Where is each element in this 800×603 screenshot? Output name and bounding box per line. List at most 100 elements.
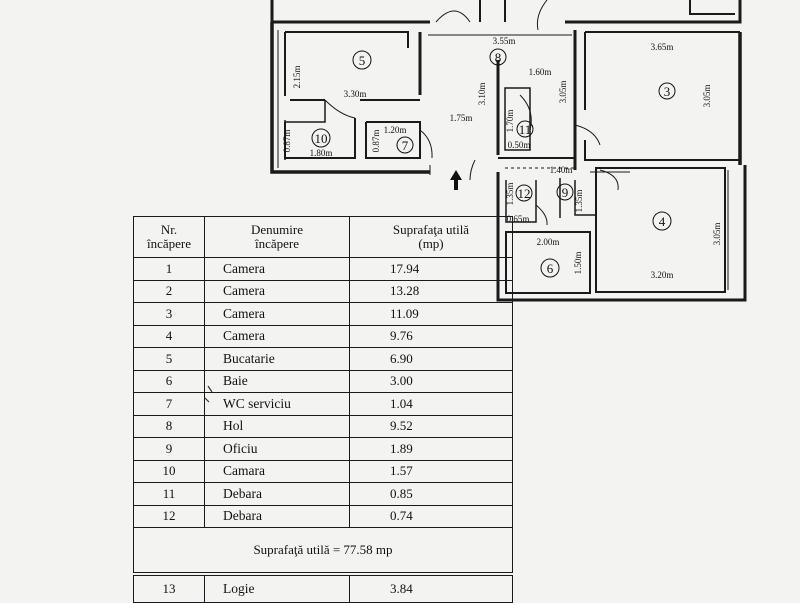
room-name-cell: Debara (204, 482, 350, 506)
room-area-cell: 3.84 (349, 575, 513, 603)
room-number: 3 (664, 84, 671, 99)
room-marker-12: 12 (515, 184, 533, 202)
room-name-cell: Camara (204, 459, 350, 483)
table-header-row: Nr. încăpere Denumire încăpere Suprafaţa… (133, 216, 513, 258)
dimension-label: 1.60m (529, 67, 552, 77)
dimension-label: 3.05m (558, 81, 568, 104)
room-name-cell: Camera (204, 279, 350, 303)
room-name-cell: Hol (204, 414, 350, 438)
room-area-cell: 3.00 (349, 369, 513, 393)
room-area-cell: 0.74 (349, 504, 513, 528)
room-name-cell: Oficiu (204, 437, 350, 461)
room-number: 11 (519, 122, 532, 137)
dimension-label: 1.75m (450, 113, 473, 123)
room-nr-cell: 3 (133, 302, 205, 326)
room-number: 9 (562, 185, 569, 200)
room-number: 6 (547, 261, 554, 276)
dimension-label: 0.87m (371, 130, 381, 153)
dimension-label: 1.70m (505, 110, 515, 133)
dimension-label: 3.05m (712, 223, 722, 246)
room-number: 8 (495, 50, 502, 65)
room-number: 7 (402, 138, 409, 153)
room-nr-cell: 6 (133, 369, 205, 393)
room-number: 5 (359, 53, 366, 68)
room-area-cell: 1.89 (349, 437, 513, 461)
room-nr-cell: 1 (133, 257, 205, 281)
room-nr-cell: 9 (133, 437, 205, 461)
room-marker-8: 8 (489, 48, 507, 66)
room-nr-cell: 10 (133, 459, 205, 483)
entrance-arrow-icon (450, 170, 462, 190)
dimension-label: 1.20m (384, 125, 407, 135)
room-name-cell: Baie (204, 369, 350, 393)
room-name-cell: Logie (204, 575, 350, 603)
room-area-cell: 0.85 (349, 482, 513, 506)
room-area-cell: 17.94 (349, 257, 513, 281)
room-name-cell: Debara (204, 504, 350, 528)
plan-walls (270, 0, 747, 302)
room-name-cell: Bucatarie (204, 347, 350, 371)
dimension-label: 1.50m (573, 252, 583, 275)
rooms-table: Nr. încăpere Denumire încăpere Suprafaţa… (133, 216, 513, 603)
room-name-cell: Camera (204, 302, 350, 326)
room-number: 10 (315, 131, 328, 146)
room-nr-cell: 12 (133, 504, 205, 528)
header-area: Suprafaţa utilă (mp) (349, 216, 513, 258)
room-marker-9: 9 (556, 183, 574, 201)
room-marker-6: 6 (540, 258, 560, 278)
room-area-cell: 13.28 (349, 279, 513, 303)
room-nr-cell: 2 (133, 279, 205, 303)
room-area-cell: 11.09 (349, 302, 513, 326)
dimension-label: 3.05m (702, 85, 712, 108)
room-marker-4: 4 (652, 211, 672, 231)
room-nr-cell: 4 (133, 324, 205, 348)
dimension-label: 1.80m (310, 148, 333, 158)
room-name-cell: Camera (204, 257, 350, 281)
room-nr-cell: 5 (133, 347, 205, 371)
room-nr-cell: 13 (133, 575, 205, 603)
room-name-cell: Camera (204, 324, 350, 348)
dimension-label: 0.87m (282, 130, 292, 153)
room-area-cell: 1.04 (349, 392, 513, 416)
room-marker-5: 5 (352, 50, 372, 70)
room-nr-cell: 11 (133, 482, 205, 506)
room-area-cell: 9.76 (349, 324, 513, 348)
room-marker-11: 11 (516, 120, 534, 138)
room-marker-7: 7 (396, 136, 414, 154)
dimension-label: 3.55m (493, 36, 516, 46)
header-nr: Nr. încăpere (133, 216, 205, 258)
dimension-label: 0.50m (508, 140, 531, 150)
dimension-label: 3.10m (477, 83, 487, 106)
room-area-cell: 6.90 (349, 347, 513, 371)
room-number: 12 (518, 186, 531, 201)
dimension-label: 1.40m (550, 165, 573, 175)
dimension-labels: 3.55m 3.65m 1.60m 2.15m 3.30m 3.10m 3.05… (282, 36, 722, 280)
dimension-label: 1.35m (574, 190, 584, 213)
room-area-cell: 1.57 (349, 459, 513, 483)
room-markers: 5 8 3 10 7 11 12 9 4 6 (311, 48, 676, 278)
room-nr-cell: 7 (133, 392, 205, 416)
dimension-label: 1.35m (505, 183, 515, 206)
room-marker-10: 10 (311, 128, 331, 148)
room-area-cell: 9.52 (349, 414, 513, 438)
room-number: 4 (659, 214, 666, 229)
room-nr-cell: 8 (133, 414, 205, 438)
dimension-label: 2.15m (292, 66, 302, 89)
room-name-cell: WC serviciu (204, 392, 350, 416)
room-marker-3: 3 (658, 82, 676, 100)
